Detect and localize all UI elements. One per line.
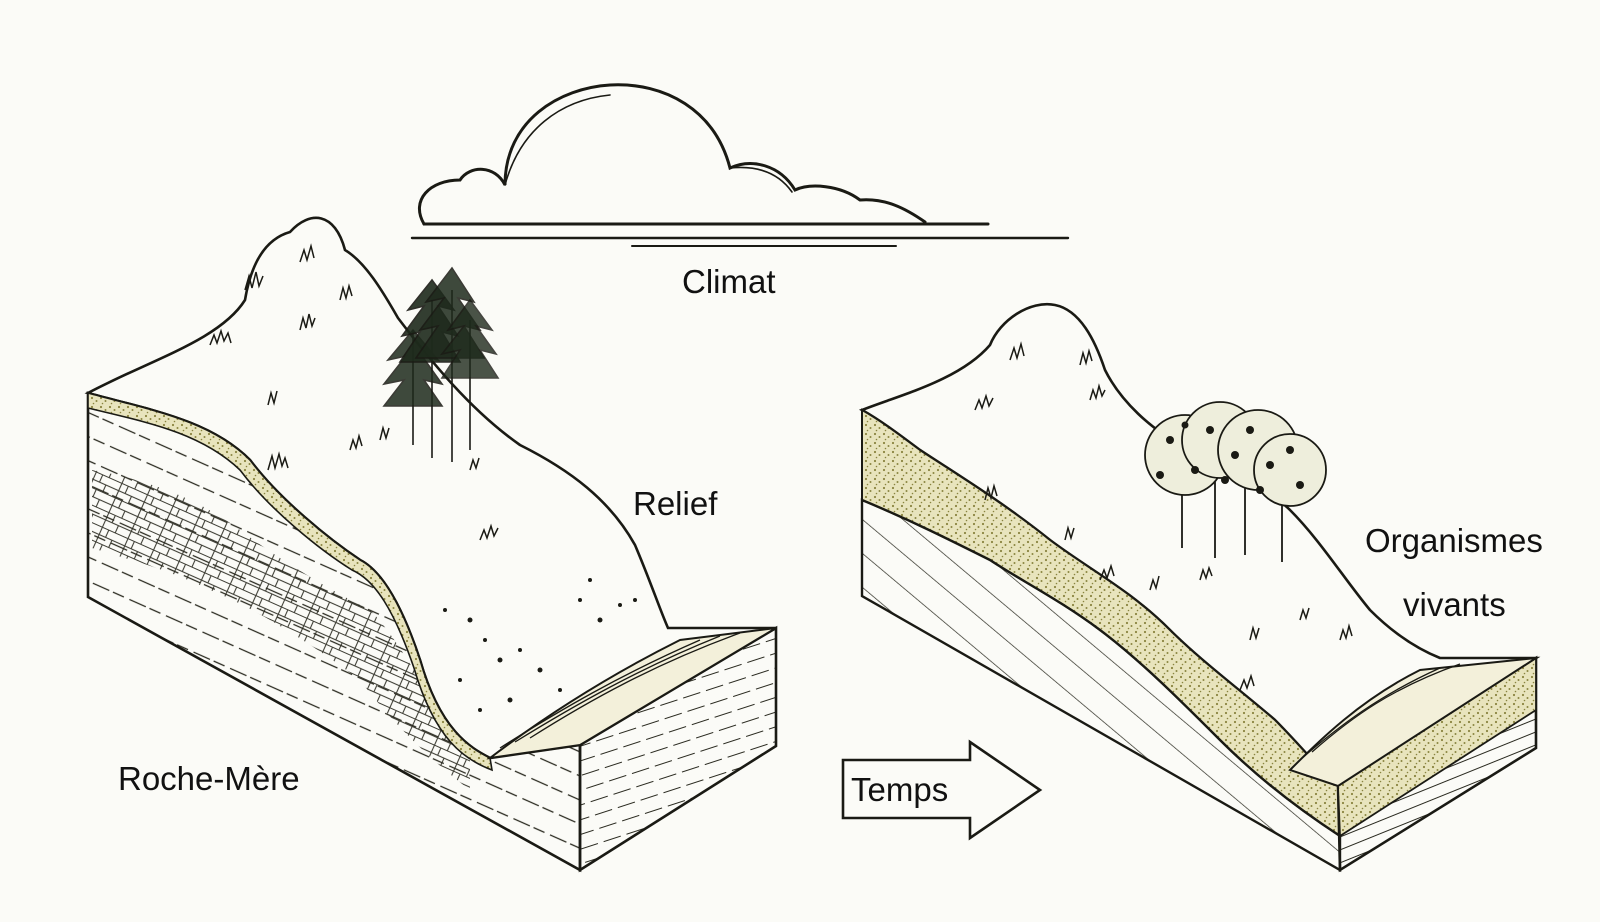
organisms-label-line1: Organismes: [1365, 522, 1543, 559]
right-block-diagram: [858, 302, 1541, 873]
parent-rock-label: Roche-Mère: [118, 760, 300, 797]
deciduous-trees-icon: [1144, 401, 1327, 562]
left-grass-tufts: [209, 243, 499, 541]
conifer-trees-icon: [382, 266, 500, 462]
left-river-valley: [486, 627, 777, 760]
left-brick-band: [92, 470, 470, 790]
left-soil-layer: [87, 391, 494, 772]
time-label: Temps: [851, 771, 949, 808]
left-block-diagram: [84, 216, 778, 873]
time-arrow-icon: [841, 739, 1043, 841]
relief-label: Relief: [633, 485, 718, 522]
right-grass-tufts: [974, 341, 1353, 691]
climate-label: Climat: [682, 263, 776, 300]
organisms-label-line2: vivants: [1403, 586, 1506, 623]
left-stones: [443, 578, 637, 712]
right-bedrock: [860, 498, 1342, 873]
cloud-icon: [410, 83, 1070, 247]
